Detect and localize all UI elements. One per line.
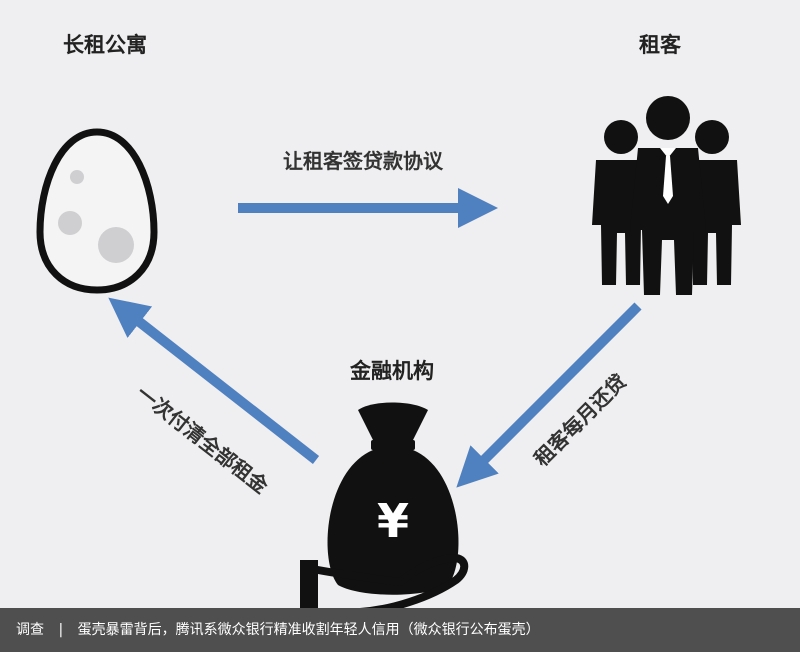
node-label-landlord: 长租公寓 xyxy=(63,33,147,57)
svg-text:¥: ¥ xyxy=(377,494,409,548)
node-label-tenants: 租客 xyxy=(639,33,682,57)
caption-tag: 调查 xyxy=(16,622,44,638)
edge-label-sign-loan: 让租客签贷款协议 xyxy=(283,149,444,173)
arrow-bank-to-landlord xyxy=(108,297,320,464)
edge-label-repay-monthly: 租客每月还贷 xyxy=(529,369,631,471)
node-label-bank: 金融机构 xyxy=(349,359,434,383)
caption-separator: | xyxy=(58,622,64,638)
caption-title: 蛋壳暴雷背后，腾讯系微众银行精准收割年轻人信用（微众银行公布蛋壳） xyxy=(77,622,540,638)
people-group-icon xyxy=(592,96,741,295)
arrow-tenants-to-bank xyxy=(456,302,642,488)
edge-label-pay-full-rent: 一次付清全部租金 xyxy=(132,381,274,499)
egg-icon xyxy=(36,128,158,294)
caption-bar: 调查 | 蛋壳暴雷背后，腾讯系微众银行精准收割年轻人信用（微众银行公布蛋壳） xyxy=(0,608,800,652)
money-bag-hand-icon: ¥ xyxy=(300,402,469,608)
flow-diagram: 长租公寓 租客 金融机构 xyxy=(36,33,741,608)
